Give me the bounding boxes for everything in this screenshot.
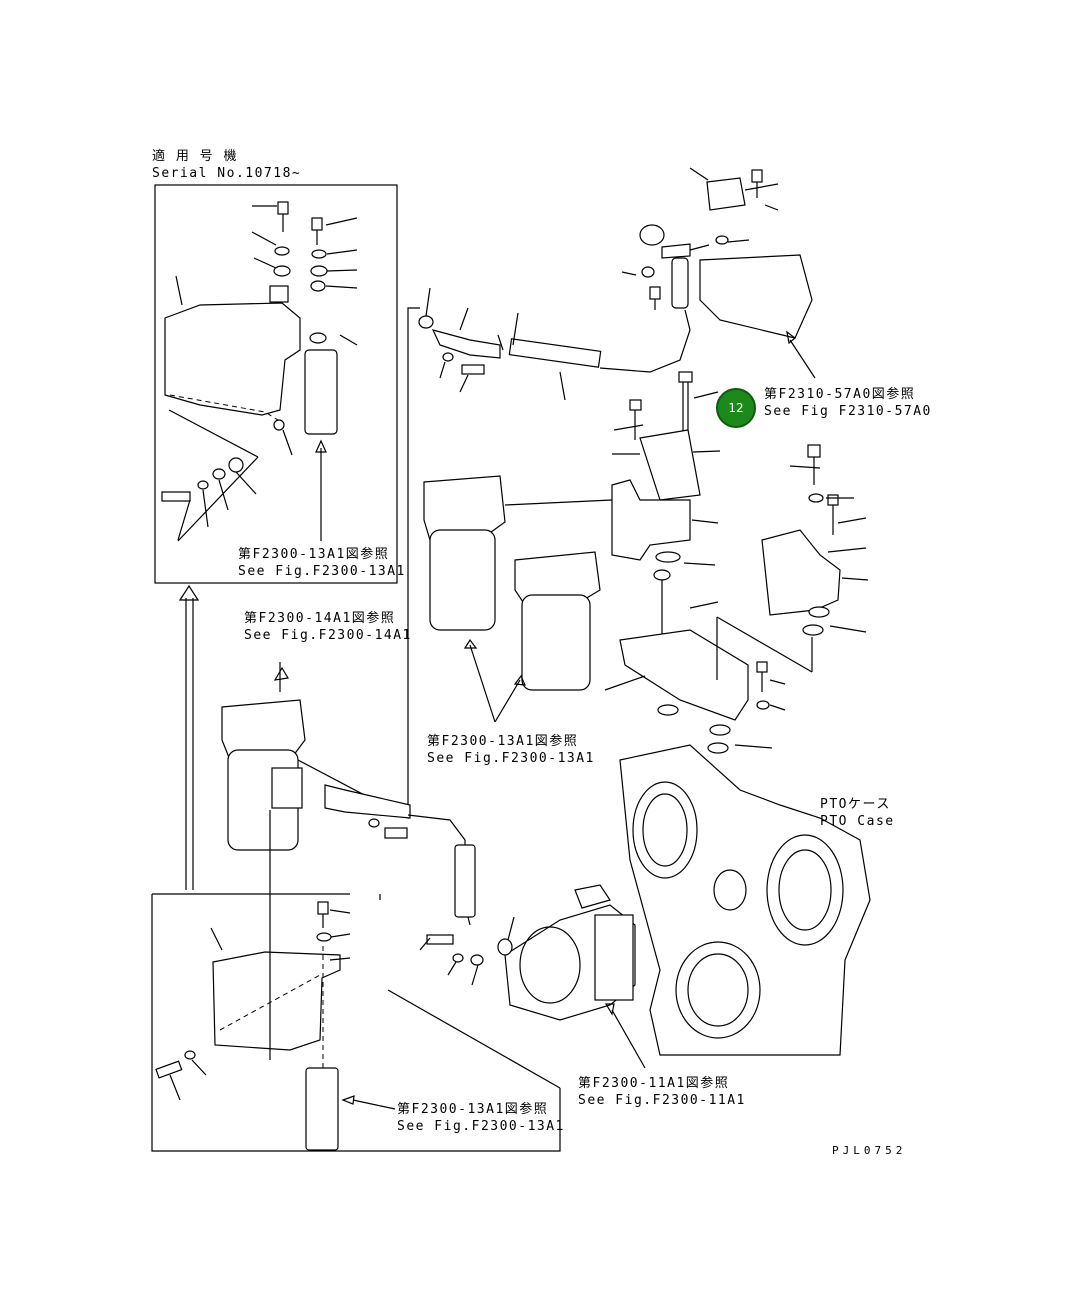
filter-assembly-left xyxy=(221,307,476,1060)
filter-assembly-center xyxy=(423,475,613,723)
ref-f2300-13-top-jp: 第F2300-13A1図参照 xyxy=(238,547,390,562)
ref-f2310-jp: 第F2310-57A0図参照 xyxy=(764,387,916,402)
ref-f2300-14-jp: 第F2300-14A1図参照 xyxy=(244,611,396,626)
inset-box-bottom xyxy=(151,893,561,1152)
ref-f2300-11: 第F2300-11A1図参照 See Fig.F2300-11A1 xyxy=(578,1075,746,1109)
flow-arrow xyxy=(178,584,200,890)
serial-note: 適 用 号 機 Serial No.10718~ xyxy=(152,148,301,182)
serial-note-en: Serial No.10718~ xyxy=(152,166,302,181)
ref-f2300-13-mid-en: See Fig.F2300-13A1 xyxy=(427,751,595,766)
pto-case-label-jp: PTOケース xyxy=(820,797,891,812)
ref-f2300-11-jp: 第F2300-11A1図参照 xyxy=(578,1076,730,1091)
ref-f2300-13-top-en: See Fig.F2300-13A1 xyxy=(238,564,406,579)
ref-f2310-en: See Fig F2310-57A0 xyxy=(764,404,932,419)
pto-case xyxy=(619,744,871,1056)
ref-f2300-13-mid: 第F2300-13A1図参照 See Fig.F2300-13A1 xyxy=(427,733,595,767)
callout-12-button[interactable]: 12 xyxy=(716,388,756,428)
ref-f2310: 第F2310-57A0図参照 See Fig F2310-57A0 xyxy=(764,386,932,420)
pump-assembly xyxy=(419,884,646,1069)
manifold-right xyxy=(604,167,869,754)
ref-f2300-13-mid-jp: 第F2300-13A1図参照 xyxy=(427,734,579,749)
drawing-code: PJL0752 xyxy=(832,1144,907,1157)
serial-note-jp: 適 用 号 機 xyxy=(152,149,238,164)
ref-f2300-14-en: See Fig.F2300-14A1 xyxy=(244,628,412,643)
pto-case-label-en: PTO Case xyxy=(820,814,895,829)
ref-f2300-14: 第F2300-14A1図参照 See Fig.F2300-14A1 xyxy=(244,610,412,644)
ref-f2300-13-bottom: 第F2300-13A1図参照 See Fig.F2300-13A1 xyxy=(397,1101,565,1135)
ref-f2300-13-bottom-en: See Fig.F2300-13A1 xyxy=(397,1119,565,1134)
pto-case-label: PTOケース PTO Case xyxy=(820,796,895,830)
ref-f2300-13-top: 第F2300-13A1図参照 See Fig.F2300-13A1 xyxy=(238,546,406,580)
ref-f2300-13-bottom-jp: 第F2300-13A1図参照 xyxy=(397,1102,549,1117)
hoses-upper xyxy=(418,287,691,401)
inset-box-top xyxy=(154,184,398,584)
ref-f2300-11-en: See Fig.F2300-11A1 xyxy=(578,1093,746,1108)
